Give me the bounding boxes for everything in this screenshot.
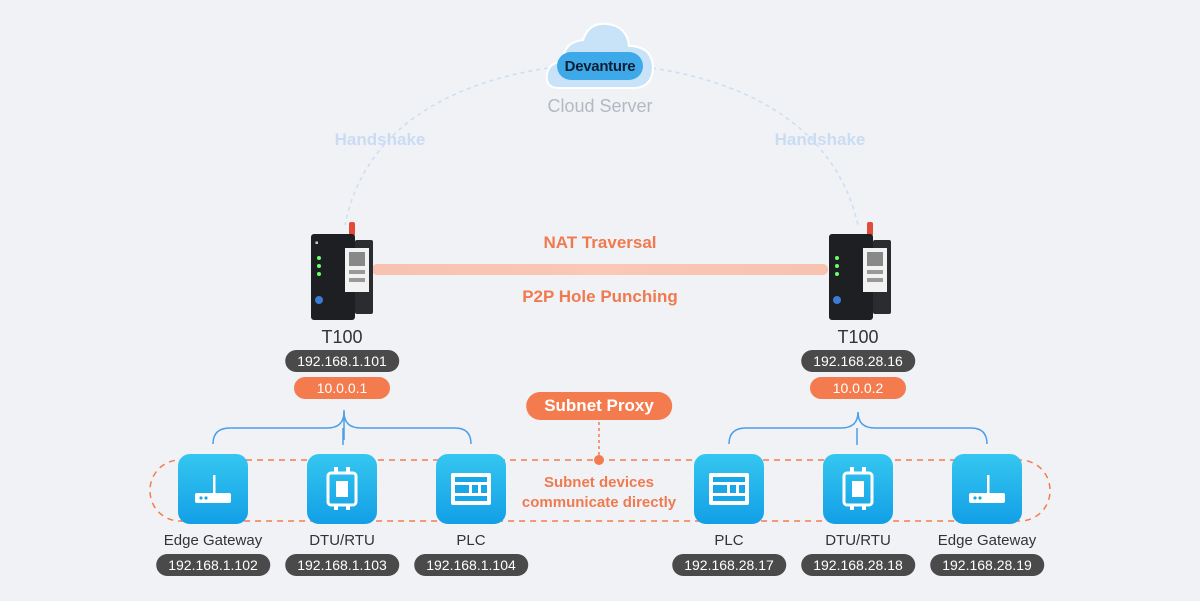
device-ip: 192.168.28.19 [930,554,1044,576]
router-vpn-ip-left: 10.0.0.1 [294,377,390,399]
dtu-icon [823,454,893,524]
device-name: DTU/RTU [825,532,891,549]
svg-text:▪: ▪ [315,240,318,246]
handshake-arc-left [344,67,549,226]
device-name: DTU/RTU [309,532,375,549]
device-ip: 192.168.28.18 [801,554,915,576]
router-name-right: T100 [837,327,879,347]
device-ip: 192.168.1.104 [414,554,528,576]
p2p-hole-punching-label: P2P Hole Punching [522,287,678,306]
subnet-note: Subnet devices communicate directly [522,473,676,513]
proxy-dot [594,455,604,465]
router-vpn-ip-right: 10.0.0.2 [810,377,906,399]
device-name: PLC [714,532,744,549]
subnet-proxy-badge: Subnet Proxy [526,392,672,420]
handshake-label-right: Handshake [774,130,866,149]
dtu-icon [307,454,377,524]
subnet-note-line1: Subnet devices [543,474,655,491]
industrial-router-icon: ▪ [311,222,373,320]
bracket-right [728,411,988,445]
cloud-server-label: Cloud Server [547,96,653,116]
nat-traversal-label: NAT Traversal [543,233,657,252]
handshake-label-left: Handshake [334,130,426,149]
device-name: Edge Gateway [937,532,1037,549]
brand-text: Devanture [564,57,636,75]
plc-icon [436,454,506,524]
router-name-left: T100 [321,327,363,347]
brand-logo: Devanture [557,52,643,80]
device-ip: 192.168.28.17 [672,554,786,576]
gateway-icon [952,454,1022,524]
router-lan-ip-right: 192.168.28.16 [801,350,915,372]
bracket-left [212,411,472,445]
device-name: Edge Gateway [163,532,263,549]
gateway-icon [178,454,248,524]
device-ip: 192.168.1.103 [285,554,399,576]
industrial-router-icon [829,222,891,320]
handshake-arc-right [651,67,859,226]
device-ip: 192.168.1.102 [156,554,270,576]
nat-tunnel [372,264,828,275]
plc-icon [694,454,764,524]
router-lan-ip-left: 192.168.1.101 [285,350,399,372]
subnet-note-line2: communicate directly [521,494,677,511]
device-name: PLC [456,532,486,549]
